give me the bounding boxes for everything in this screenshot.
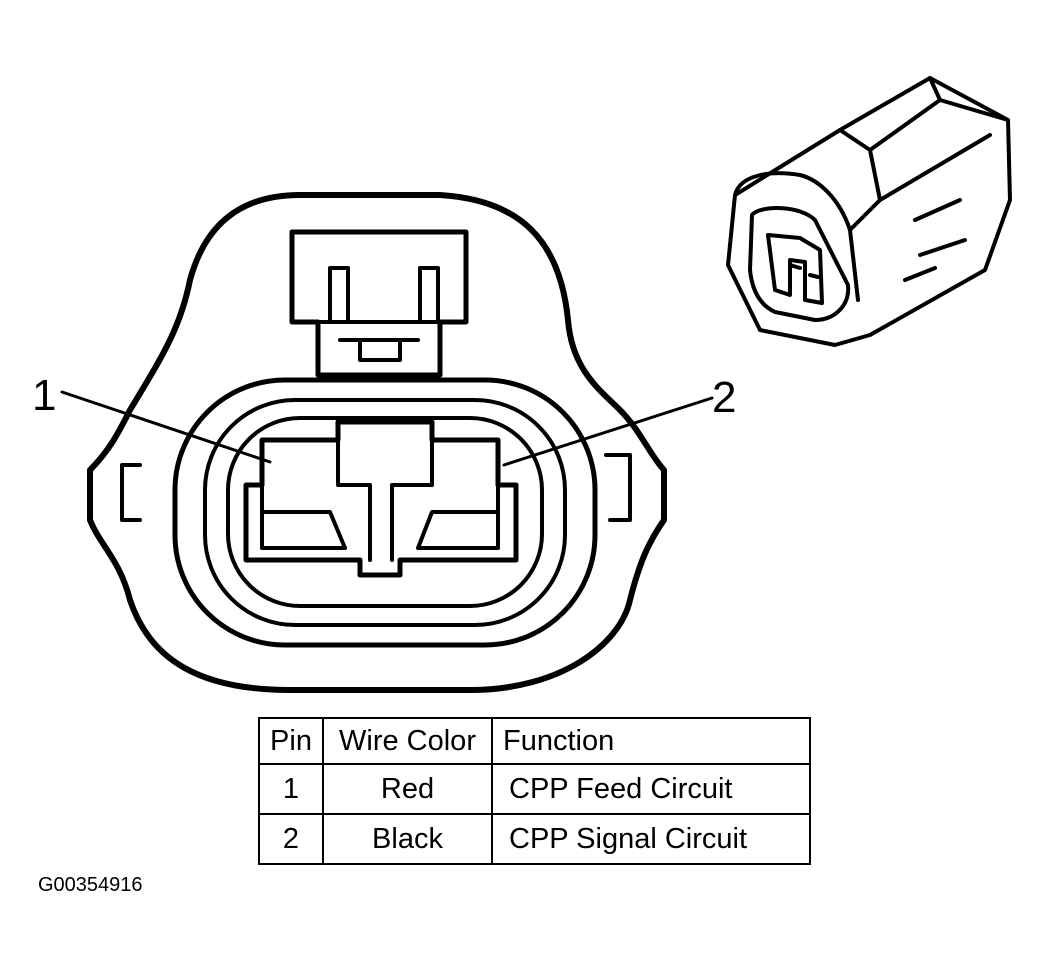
terminal-cavity: [243, 419, 519, 578]
lock-tab-slot-right: [418, 266, 440, 324]
lock-tab: [289, 229, 469, 378]
seal-ring-middle: [203, 398, 567, 627]
pin-table: Pin Wire Color Function 1 Red CPP Feed C…: [258, 717, 811, 865]
pin-1-callout: 1: [32, 371, 56, 420]
lock-tab-bridge: [316, 320, 442, 362]
header-function: Function: [491, 717, 811, 765]
right-latch-ear: [604, 453, 632, 522]
cell-function: CPP Signal Circuit: [491, 813, 811, 865]
lock-tab-slot-left: [328, 266, 350, 324]
header-pin: Pin: [258, 717, 324, 765]
connector-3d-view: [726, 76, 1012, 347]
pin-1-terminal: [260, 483, 347, 550]
header-wire-color: Wire Color: [322, 717, 493, 765]
cell-function: CPP Feed Circuit: [491, 763, 811, 815]
cell-pin: 1: [258, 763, 324, 815]
table-row: 2 Black CPP Signal Circuit: [258, 813, 811, 865]
pin-2-callout: 2: [712, 373, 736, 422]
figure-id: G00354916: [38, 874, 143, 896]
table-row: 1 Red CPP Feed Circuit: [258, 763, 811, 815]
left-latch-ear: [120, 463, 142, 522]
pin-2-terminal: [416, 483, 500, 550]
table-header-row: Pin Wire Color Function: [258, 717, 811, 765]
cell-wire-color: Red: [322, 763, 493, 815]
cell-wire-color: Black: [322, 813, 493, 865]
cell-pin: 2: [258, 813, 324, 865]
center-key: [336, 438, 434, 562]
connector-outer-shell: [87, 192, 667, 693]
seal-ring-outer: [172, 377, 598, 648]
pin-1-leader-line: [60, 390, 272, 464]
pin-2-leader-line: [502, 396, 714, 467]
seal-ring-inner: [226, 416, 544, 608]
